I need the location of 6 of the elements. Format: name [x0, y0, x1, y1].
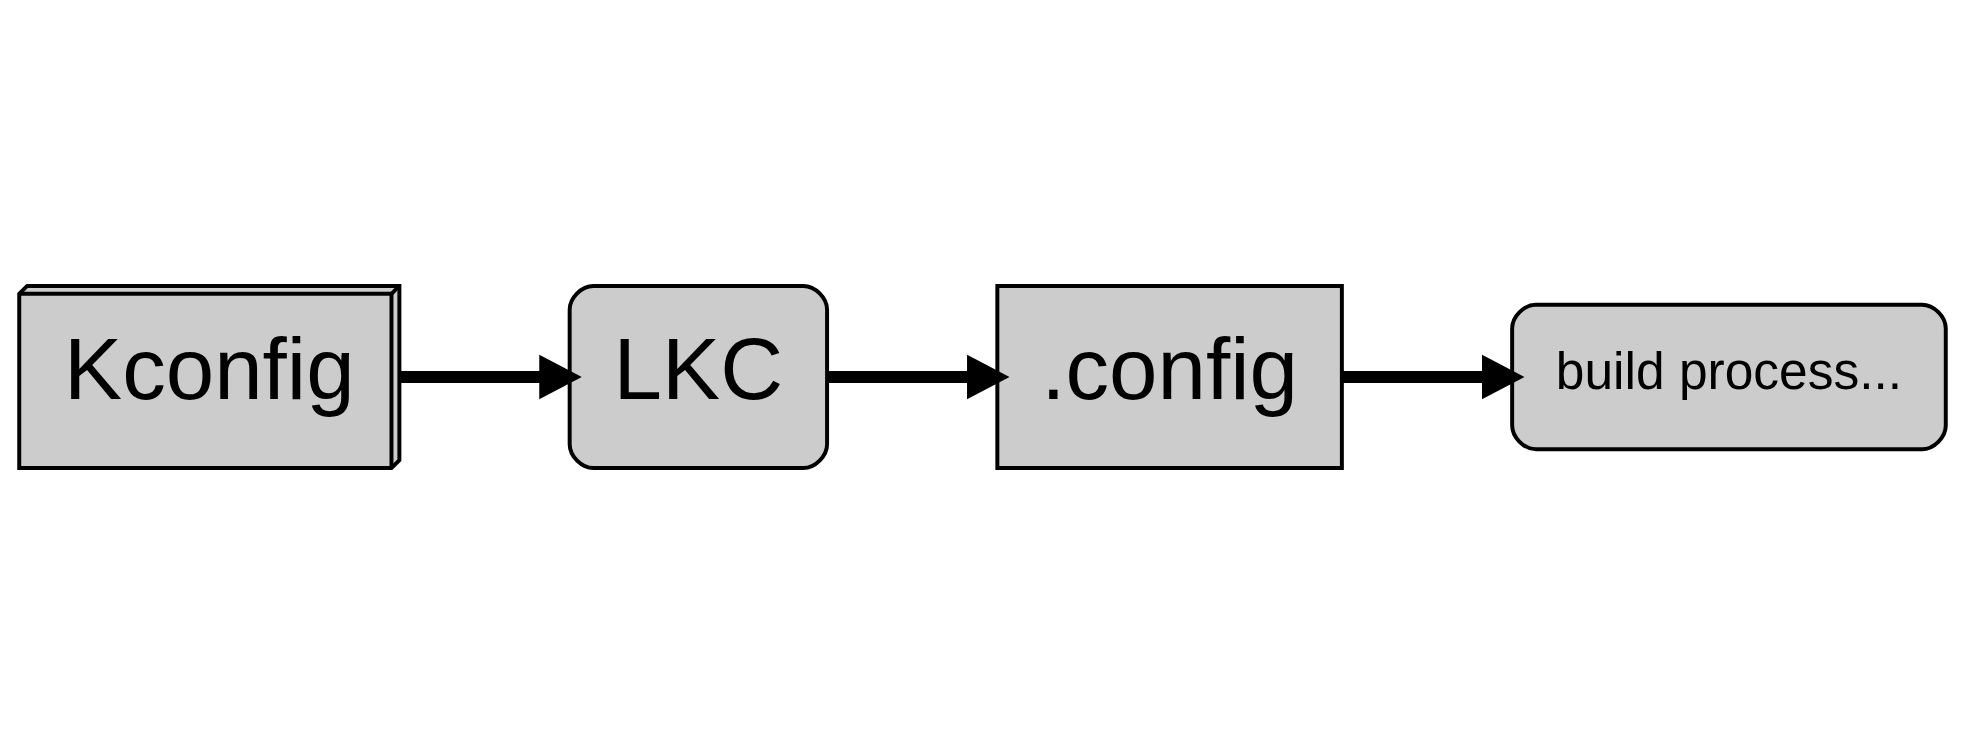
arrow — [1342, 354, 1525, 400]
node-box: build process... — [1510, 302, 1948, 452]
node-box: .config — [995, 283, 1344, 471]
arrow — [399, 354, 582, 400]
arrow — [827, 354, 1010, 400]
node-box: LKC — [567, 283, 830, 471]
